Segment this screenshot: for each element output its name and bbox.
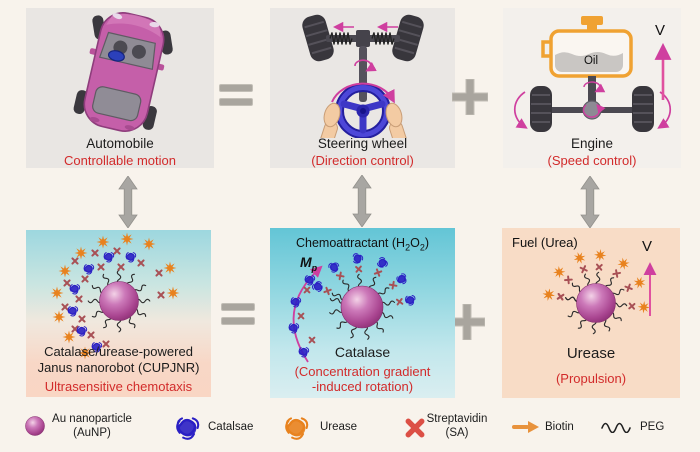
urease-velocity-label: V [642, 238, 653, 255]
equals-icon [219, 84, 253, 112]
catalase-panel: Chemoattractant (H2O2) Mp Catalase (Conc… [270, 228, 455, 398]
biotin-arrow-icon [512, 421, 539, 433]
right-hand [385, 102, 403, 128]
catalase-illustration [288, 252, 417, 363]
left-hand [323, 102, 341, 128]
left-tire [302, 14, 334, 62]
legend-catalase-label: Catalsae [208, 421, 254, 433]
legend-peg-label: PEG [640, 421, 665, 433]
nanorobot-illustration [50, 232, 180, 360]
aunp-sphere-icon [340, 285, 384, 329]
steering-title: Steering wheel [317, 136, 408, 151]
legend-biotin-label: Biotin [545, 421, 574, 433]
peg-wave-icon [601, 422, 631, 433]
differential [582, 100, 602, 120]
legend-urease-label: Urease [320, 421, 358, 433]
aunp-sphere-icon [25, 416, 45, 436]
momentum-label: Mp [300, 254, 318, 273]
engine-panel: Oil V Engine (Speed control) [503, 8, 681, 168]
catalase-subtitle-line1: (Concentration gradient [294, 364, 431, 379]
urease-panel: Fuel (Urea) V Urease (Propulsion) [502, 228, 680, 398]
aunp-sphere-icon [576, 283, 616, 323]
steering-column [359, 46, 367, 102]
urease-cluster-icon [285, 417, 309, 440]
double-arrow-icon [580, 176, 600, 228]
legend-aunp-label: Au nanoparticle(AuNP) [52, 413, 132, 439]
catalase-title: Catalase [334, 344, 391, 360]
urease-illustration [541, 248, 657, 335]
steering-subtitle: (Direction control) [311, 153, 414, 168]
legend-streptavidin-label: Streptavidin(SA) [426, 413, 488, 439]
oil-fill [555, 52, 623, 72]
left-tire [530, 86, 552, 132]
engine-subtitle: (Speed control) [547, 153, 637, 168]
catalase-subtitle-line2: -induced rotation) [311, 379, 414, 394]
fuel-header: Fuel (Urea) [512, 235, 578, 250]
engine-velocity-label: V [655, 22, 666, 39]
nanorobot-panel: Catalase/urease-powered Janus nanorobot … [26, 230, 211, 397]
steering-wheel-illustration [302, 14, 424, 138]
car-rear-window [92, 86, 142, 122]
engine-title: Engine [570, 136, 614, 151]
automobile-title: Automobile [86, 136, 154, 151]
nanorobot-title-line2: Janus nanorobot (CUPJNR) [37, 360, 200, 375]
double-arrow-icon [352, 175, 372, 227]
chemoattractant-header: Chemoattractant (H2O2) [295, 236, 429, 253]
double-arrow-icon [118, 176, 138, 228]
engine-illustration [513, 16, 672, 132]
car-steering-wheel [107, 50, 125, 62]
right-tire [632, 86, 654, 132]
rotation-arrow [331, 82, 395, 104]
plus-icon [449, 304, 485, 340]
urease-title: Urease [566, 345, 616, 362]
steering-wheel-panel: Steering wheel (Direction control) [270, 8, 455, 168]
automobile-illustration [73, 12, 173, 132]
nanorobot-subtitle: Ultrasensitive chemotaxis [44, 379, 193, 394]
equals-icon [221, 303, 255, 331]
catalase-cluster-icon [175, 417, 200, 440]
automobile-subtitle: Controllable motion [63, 153, 176, 168]
oil-label: Oil [583, 55, 599, 67]
nanorobot-title-line1: Catalase/urease-powered [44, 344, 193, 359]
automobile-panel: Automobile Controllable motion [26, 8, 214, 168]
trajectory-streptavidin-dots [297, 286, 316, 344]
urease-subtitle: (Propulsion) [555, 371, 627, 386]
plus-icon [452, 79, 488, 115]
aunp-sphere-icon [99, 281, 139, 321]
